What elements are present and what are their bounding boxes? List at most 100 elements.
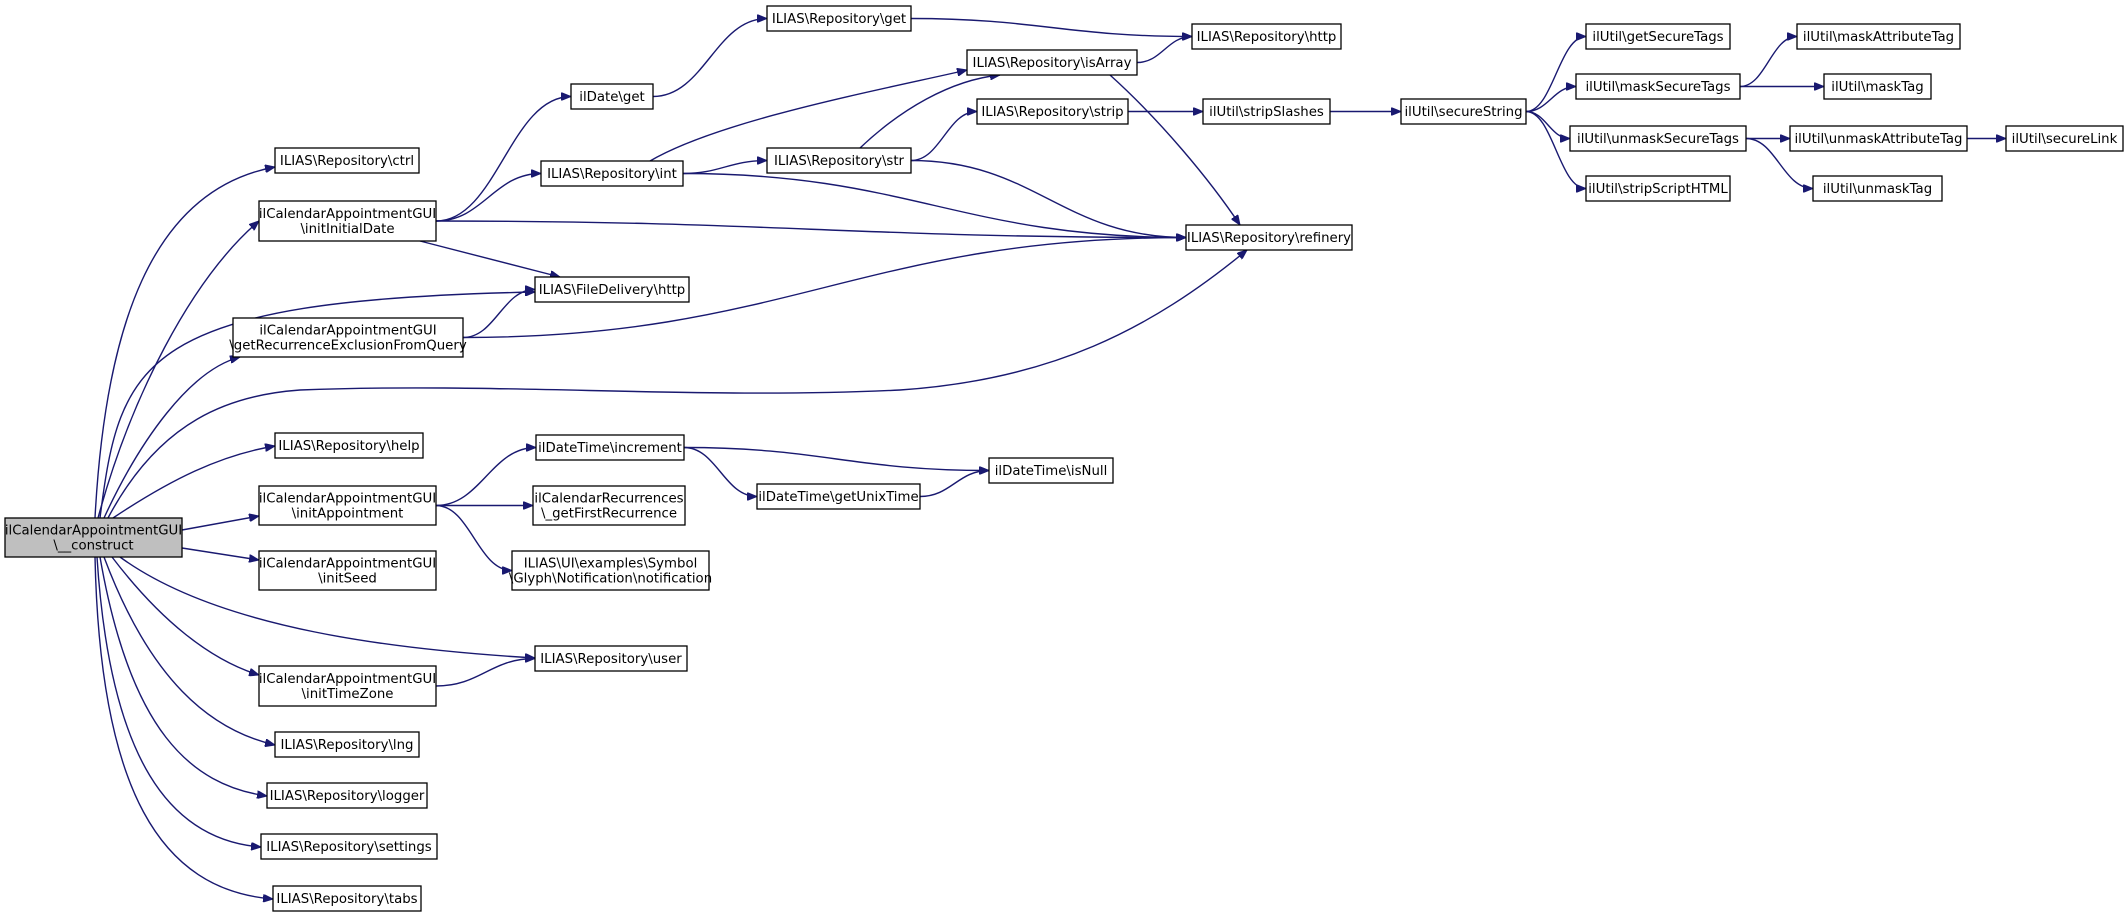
node-label-line: \__construct [53,539,133,554]
node-repoRefinery[interactable]: ILIAS\Repository\refinery [1185,224,1353,251]
node-box [260,833,438,860]
node-repoUser[interactable]: ILIAS\Repository\user [534,645,688,672]
node-dtIncrement[interactable]: ilDateTime\increment [535,434,685,461]
edge-secureString-to-maskSecureTags [1525,87,1577,113]
node-label-line: \initInitialDate [300,222,394,237]
node-label-line: ilCalendarAppointmentGUI [259,324,436,339]
node-label-line: ILIAS\Repository\lng [280,738,413,753]
node-unmaskAttributeTag[interactable]: ilUtil\unmaskAttributeTag [1789,125,1968,152]
node-label-line: ILIAS\Repository\tabs [276,892,417,907]
node-unmaskTag[interactable]: ilUtil\unmaskTag [1812,175,1943,202]
edge-repoStr-to-repoIsArray [859,75,1000,149]
edge-dtIncrement-to-dtIsNull [683,446,989,471]
node-label-line: ILIAS\Repository\get [772,12,906,27]
edge-root-to-repoUser [119,556,535,658]
node-fdHttp[interactable]: ILIAS\FileDelivery\http [534,276,690,303]
edge-getRecurrence-to-fdHttp [462,290,535,339]
node-box [1812,175,1943,202]
node-repoStr[interactable]: ILIAS\Repository\str [766,147,912,174]
edge-initTimeZone-to-repoUser [435,659,535,687]
node-initInitialDate[interactable]: ilCalendarAppointmentGUI\initInitialDate [258,200,437,242]
node-repoIsArray[interactable]: ILIAS\Repository\isArray [966,49,1138,76]
node-repoGet[interactable]: ILIAS\Repository\get [766,5,912,32]
node-label-line: \initSeed [318,572,377,587]
node-box [232,317,464,358]
node-box [534,276,690,303]
node-getSecureTags[interactable]: ilUtil\getSecureTags [1585,23,1731,50]
node-maskTag[interactable]: ilUtil\maskTag [1823,73,1932,100]
edge-secureString-to-getSecureTags [1525,37,1587,113]
edge-repoIsArray-to-repoHttp [1136,37,1193,64]
edge-root-to-getRecurrence [103,357,240,519]
node-label-line: ilCalendarAppointmentGUI [259,557,436,572]
node-box [532,485,686,526]
node-unmaskSecureTags[interactable]: ilUtil\unmaskSecureTags [1569,125,1747,152]
node-label-line: ilUtil\maskSecureTags [1585,80,1730,95]
node-ilDateGet[interactable]: ilDate\get [570,83,654,110]
node-repoInt[interactable]: ILIAS\Repository\int [540,160,684,187]
node-label-line: ilDate\get [579,90,645,105]
node-dtUnix[interactable]: ilDateTime\getUnixTime [756,483,921,510]
node-label-line: \_getFirstRecurrence [541,507,677,522]
edge-root-to-repoRefinery [107,250,1247,519]
edge-maskSecureTags-to-maskAttributeTag [1739,37,1798,88]
node-label-line: ilCalendarAppointmentGUI [259,492,436,507]
node-secureString[interactable]: ilUtil\secureString [1400,98,1527,125]
node-label-line: ILIAS\UI\examples\Symbol [524,557,698,572]
node-label-line: ILIAS\Repository\http [1197,30,1337,45]
edge-initInitialDate-to-repoRefinery [435,220,1186,238]
node-box [534,645,688,672]
node-label-line: ILIAS\Repository\refinery [1187,231,1351,246]
node-box [756,483,921,510]
node-maskSecureTags[interactable]: ilUtil\maskSecureTags [1575,73,1741,100]
node-box [1569,125,1747,152]
node-label-line: ilUtil\unmaskSecureTags [1577,132,1739,147]
node-box [988,457,1114,484]
edge-repoStr-to-repoRefinery [910,159,1186,238]
node-box [966,49,1138,76]
node-settings[interactable]: ILIAS\Repository\settings [260,833,438,860]
edge-unmaskSecureTags-to-unmaskTag [1745,137,1814,189]
edge-root-to-settings [96,556,261,847]
node-box [511,550,710,591]
node-repoStrip[interactable]: ILIAS\Repository\strip [976,98,1129,125]
node-label-line: \getRecurrenceExclusionFromQuery [229,339,467,354]
edge-repoIsArray-to-repoRefinery [1109,74,1240,225]
node-box [1789,125,1968,152]
node-uiNotification[interactable]: ILIAS\UI\examples\Symbol\Glyph\Notificat… [509,550,712,591]
edge-getRecurrence-to-repoRefinery [462,238,1186,339]
node-root[interactable]: ilCalendarAppointmentGUI\__construct [4,517,183,558]
node-box [272,885,422,912]
node-ctrl[interactable]: ILIAS\Repository\ctrl [274,147,420,174]
node-label-line: ILIAS\Repository\str [774,154,905,169]
node-box [1823,73,1932,100]
node-label-line: ilUtil\unmaskTag [1823,182,1932,197]
node-calRecFirst[interactable]: ilCalendarRecurrences\_getFirstRecurrenc… [532,485,686,526]
edge-repoInt-to-repoIsArray [649,70,967,162]
node-label-line: ilUtil\secureLink [2012,132,2118,147]
node-box [258,200,437,242]
node-box [258,550,437,591]
node-stripSlashes[interactable]: ilUtil\stripSlashes [1202,98,1331,125]
node-stripScriptHTML[interactable]: ilUtil\stripScriptHTML [1585,175,1731,202]
node-maskAttributeTag[interactable]: ilUtil\maskAttributeTag [1796,23,1961,50]
node-repoHttp[interactable]: ILIAS\Repository\http [1191,23,1342,50]
node-initAppointment[interactable]: ilCalendarAppointmentGUI\initAppointment [258,485,437,526]
edge-initAppointment-to-dtIncrement [435,448,536,507]
node-label-line: ilCalendarAppointmentGUI [259,672,436,687]
node-dtIsNull[interactable]: ilDateTime\isNull [988,457,1114,484]
node-box [1796,23,1961,50]
edges-layer [94,19,2006,900]
node-initTimeZone[interactable]: ilCalendarAppointmentGUI\initTimeZone [258,665,437,707]
node-lng[interactable]: ILIAS\Repository\lng [274,731,420,758]
node-label-line: ilUtil\stripSlashes [1209,105,1324,120]
node-tabs[interactable]: ILIAS\Repository\tabs [272,885,422,912]
node-getRecurrence[interactable]: ilCalendarAppointmentGUI\getRecurrenceEx… [229,317,467,358]
node-logger[interactable]: ILIAS\Repository\logger [266,782,428,809]
node-label-line: ILIAS\Repository\int [547,167,677,182]
node-initSeed[interactable]: ilCalendarAppointmentGUI\initSeed [258,550,437,591]
node-secureLink[interactable]: ilUtil\secureLink [2005,125,2124,152]
node-help[interactable]: ILIAS\Repository\help [274,432,424,459]
edge-root-to-initSeed [181,547,259,560]
